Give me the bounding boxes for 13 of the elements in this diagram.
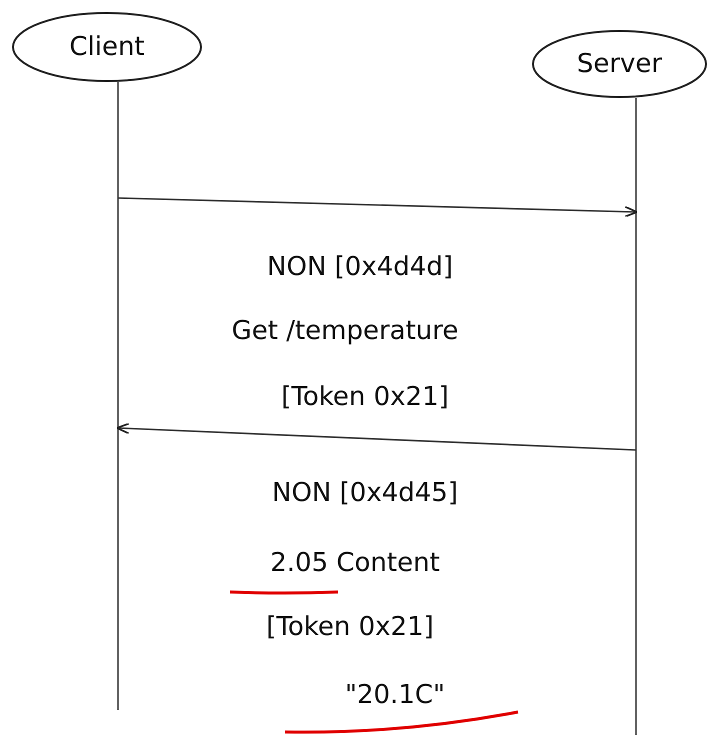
message-text: NON [0x4d45] xyxy=(272,478,458,508)
message-arrow xyxy=(118,197,638,218)
message-arrow xyxy=(116,422,636,451)
message-text: [Token 0x21] xyxy=(266,612,434,642)
message-text: 2.05 Content xyxy=(270,548,440,578)
message-text: NON [0x4d4d] xyxy=(267,252,453,282)
participant-name: Client xyxy=(68,31,146,64)
participant-lifeline xyxy=(532,30,707,735)
participant-name: Server xyxy=(576,48,664,81)
participant-lifeline xyxy=(12,12,202,710)
message-text: [Token 0x21] xyxy=(281,382,449,412)
message-text: "20.1C" xyxy=(345,680,445,710)
message-text: Get /temperature xyxy=(232,316,458,346)
